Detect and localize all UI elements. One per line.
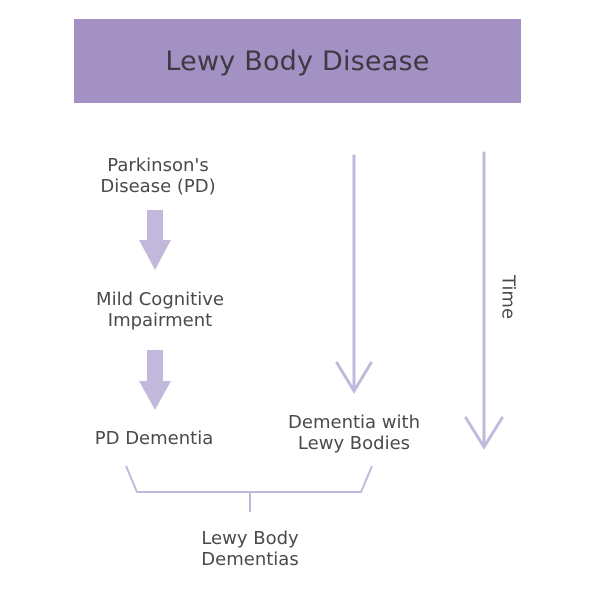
node-mci-line2: Impairment bbox=[107, 310, 213, 331]
diagram-title: Lewy Body Disease bbox=[165, 45, 430, 77]
time-axis-label: Time bbox=[497, 274, 519, 320]
node-lewy-body-dementias: Lewy Body Dementias bbox=[201, 528, 298, 570]
node-pd-dementia: PD Dementia bbox=[95, 428, 213, 449]
lewy-body-dementias-bracket bbox=[125, 465, 373, 512]
node-dlb-line1: Dementia with bbox=[288, 412, 420, 433]
time-axis-arrow bbox=[464, 151, 504, 450]
node-lbd-line1: Lewy Body bbox=[201, 528, 299, 549]
node-mild-cognitive-impairment: Mild Cognitive Impairment bbox=[96, 289, 224, 331]
node-mci-line1: Mild Cognitive bbox=[96, 289, 224, 310]
node-parkinsons-disease: Parkinson's Disease (PD) bbox=[100, 155, 215, 197]
arrow-pd-to-mci bbox=[139, 210, 171, 270]
node-dlb-line2: Lewy Bodies bbox=[297, 433, 411, 454]
arrow-to-dlb bbox=[335, 154, 373, 394]
node-parkinsons-line1: Parkinson's bbox=[107, 155, 209, 176]
node-pd-dementia-text: PD Dementia bbox=[94, 428, 214, 449]
node-parkinsons-line2: Disease (PD) bbox=[100, 176, 216, 197]
header-banner: Lewy Body Disease bbox=[74, 19, 521, 103]
arrow-mci-to-pdd bbox=[139, 350, 171, 410]
node-lbd-line2: Dementias bbox=[201, 549, 299, 570]
node-dementia-with-lewy-bodies: Dementia with Lewy Bodies bbox=[288, 412, 420, 454]
